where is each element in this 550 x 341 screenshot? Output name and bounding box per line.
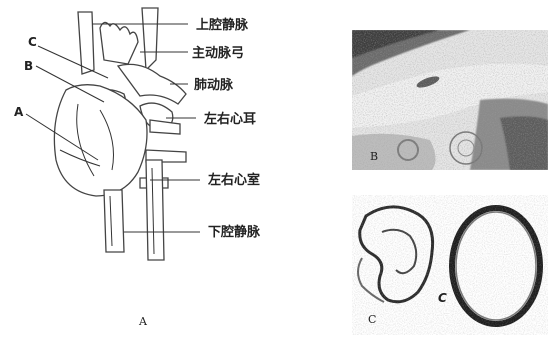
pointer-label-b: B: [24, 59, 33, 73]
ventricle-shape: [54, 85, 147, 196]
micrograph-b: [352, 30, 548, 170]
superior-vena-cava-shape: [78, 12, 94, 74]
heart-diagram: [54, 8, 186, 260]
label-aortic-arch: 主动脉弓: [192, 45, 244, 61]
micrograph-c: [352, 195, 548, 335]
label-inferior-vena-cava: 下腔静脉: [208, 224, 261, 240]
inferior-vena-cava-shape: [104, 190, 124, 252]
label-pulmonary-artery: 肺动脉: [194, 77, 234, 93]
panel-c-inner-label: C: [438, 291, 447, 305]
label-superior-vena-cava: 上腔静脉: [196, 17, 249, 33]
descending-trunk-shape: [142, 8, 158, 70]
pointer-label-a: A: [14, 105, 24, 119]
label-ventricles: 左右心室: [208, 172, 260, 188]
caption-a: A: [138, 315, 148, 328]
caption-c: C: [368, 313, 376, 326]
label-auricles: 左右心耳: [204, 111, 256, 127]
aortic-arch-shape: [100, 22, 138, 64]
pointer-label-c: C: [28, 35, 37, 49]
caption-b: B: [370, 150, 378, 163]
descending-aorta-shape: [146, 160, 164, 260]
